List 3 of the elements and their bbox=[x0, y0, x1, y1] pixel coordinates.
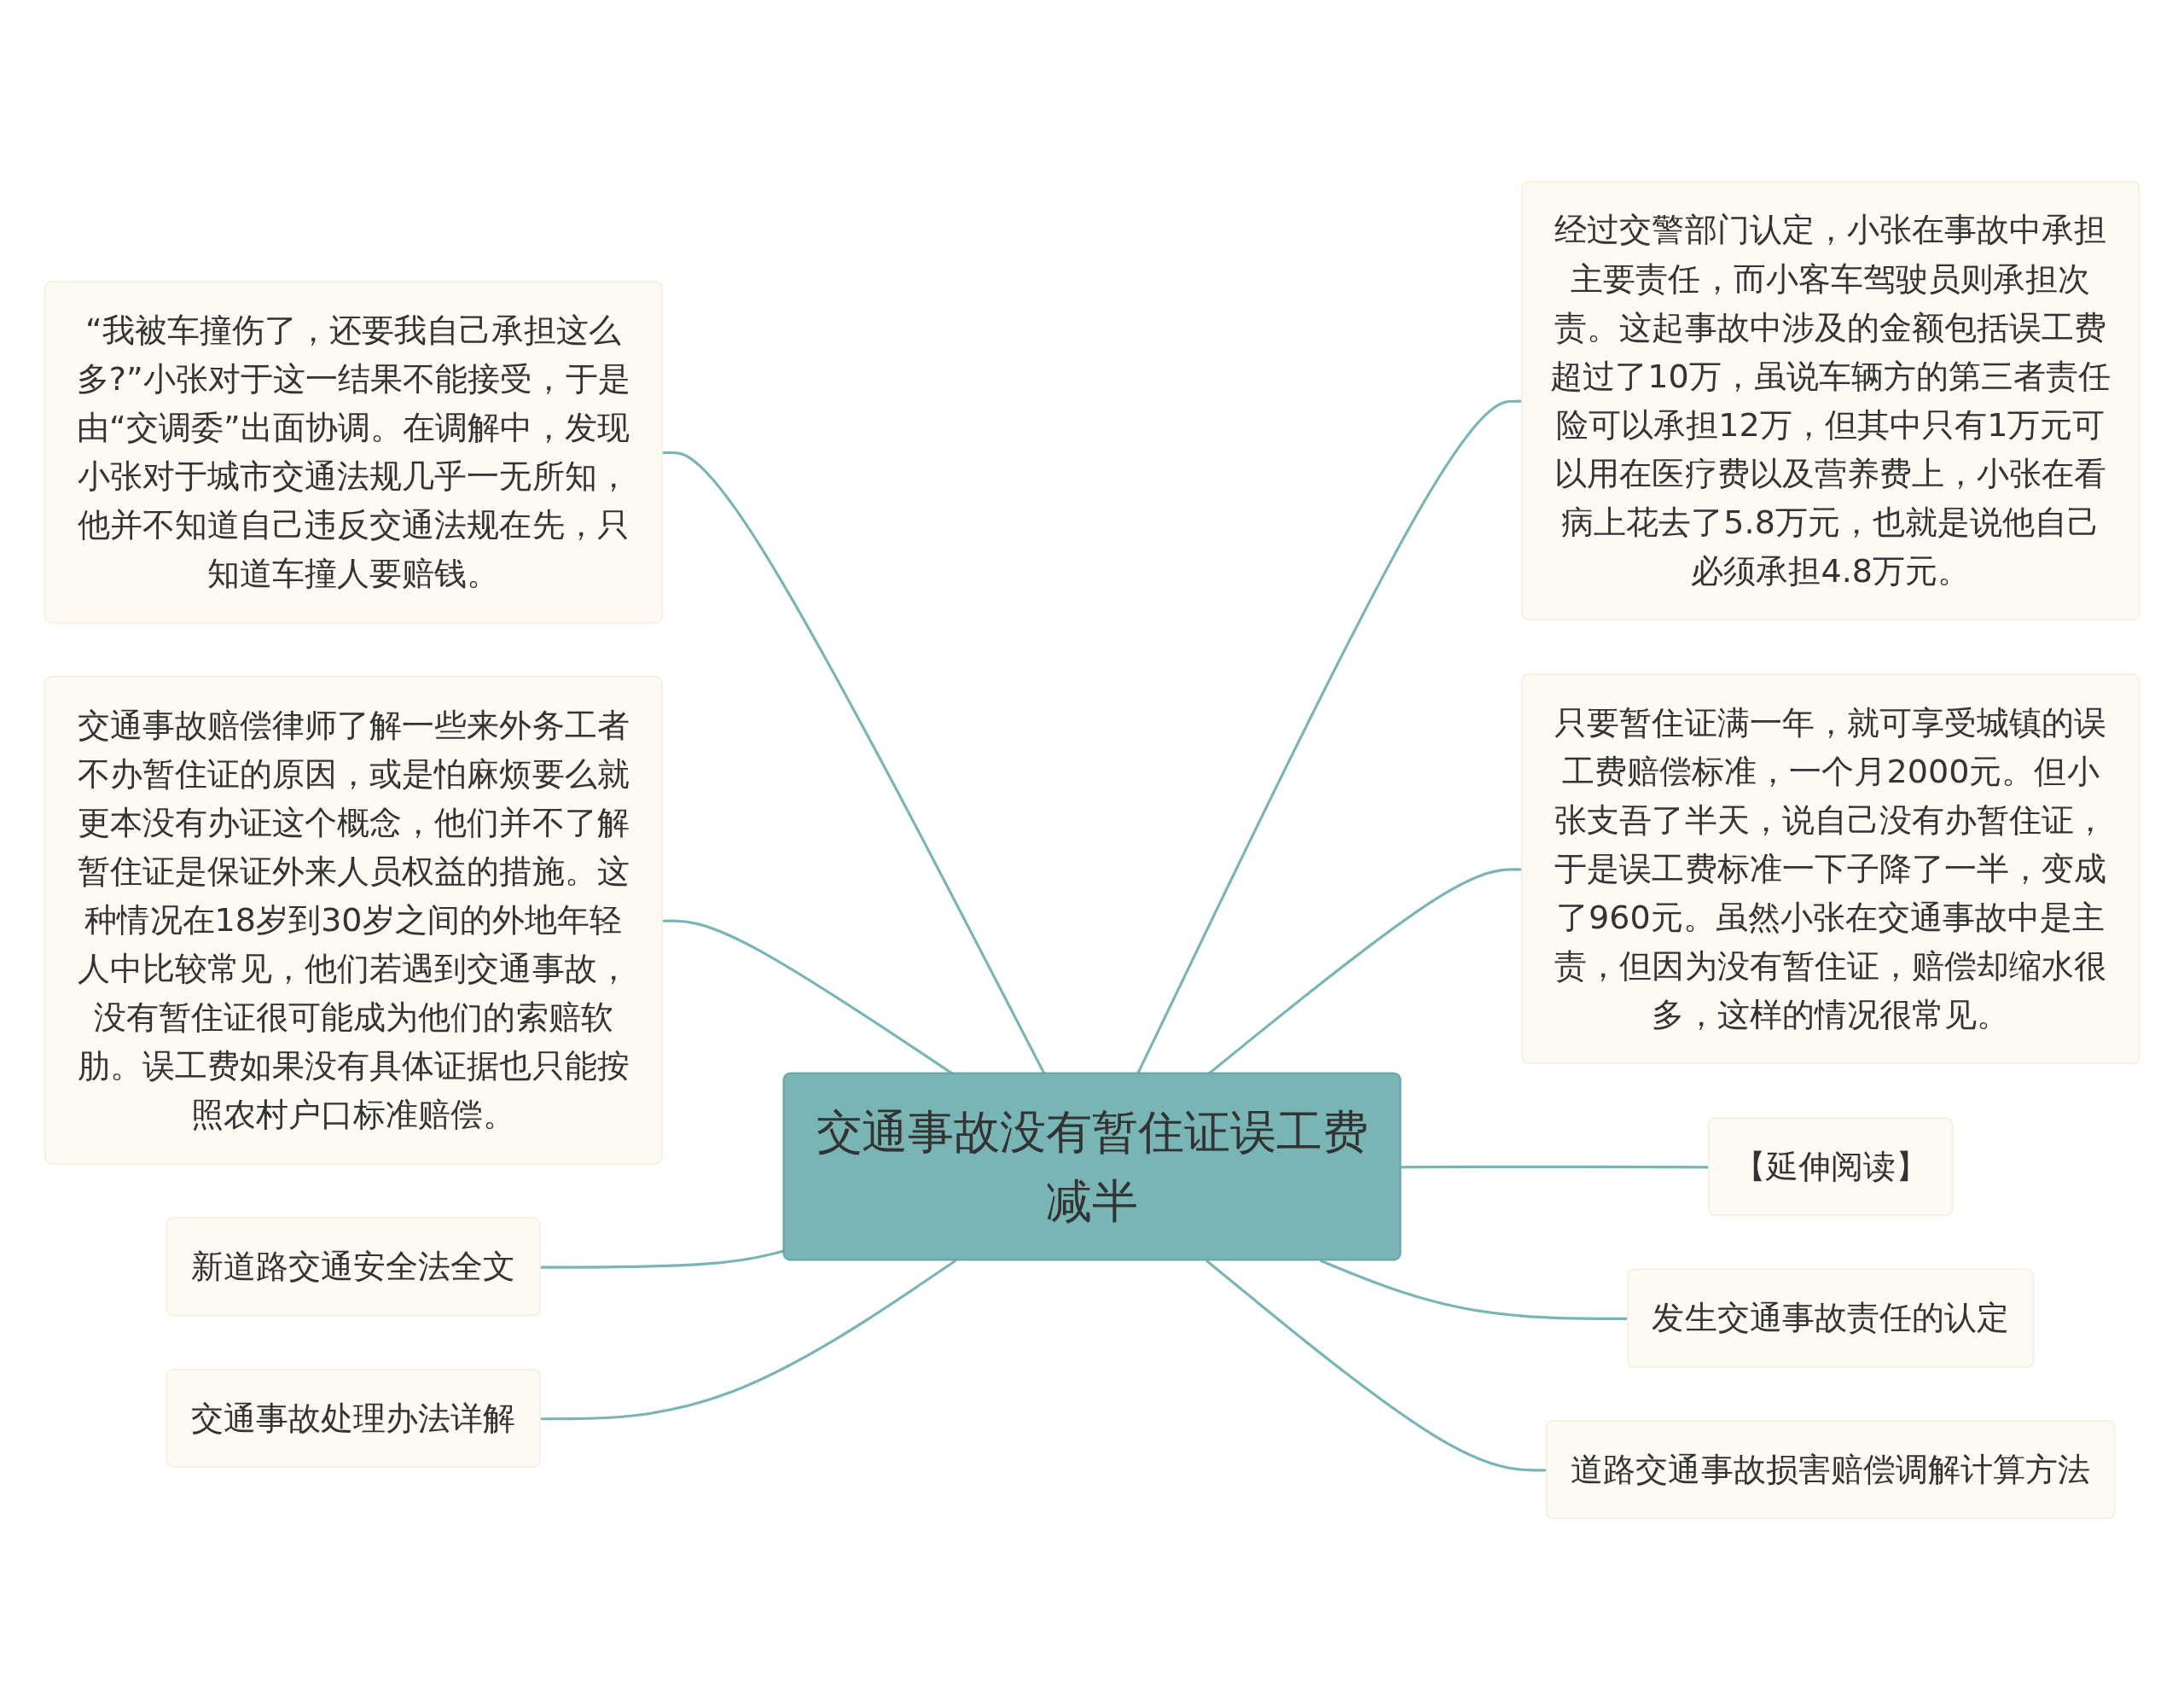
connector bbox=[540, 1259, 957, 1420]
connector bbox=[1401, 1165, 1710, 1168]
connector bbox=[662, 451, 1046, 1074]
